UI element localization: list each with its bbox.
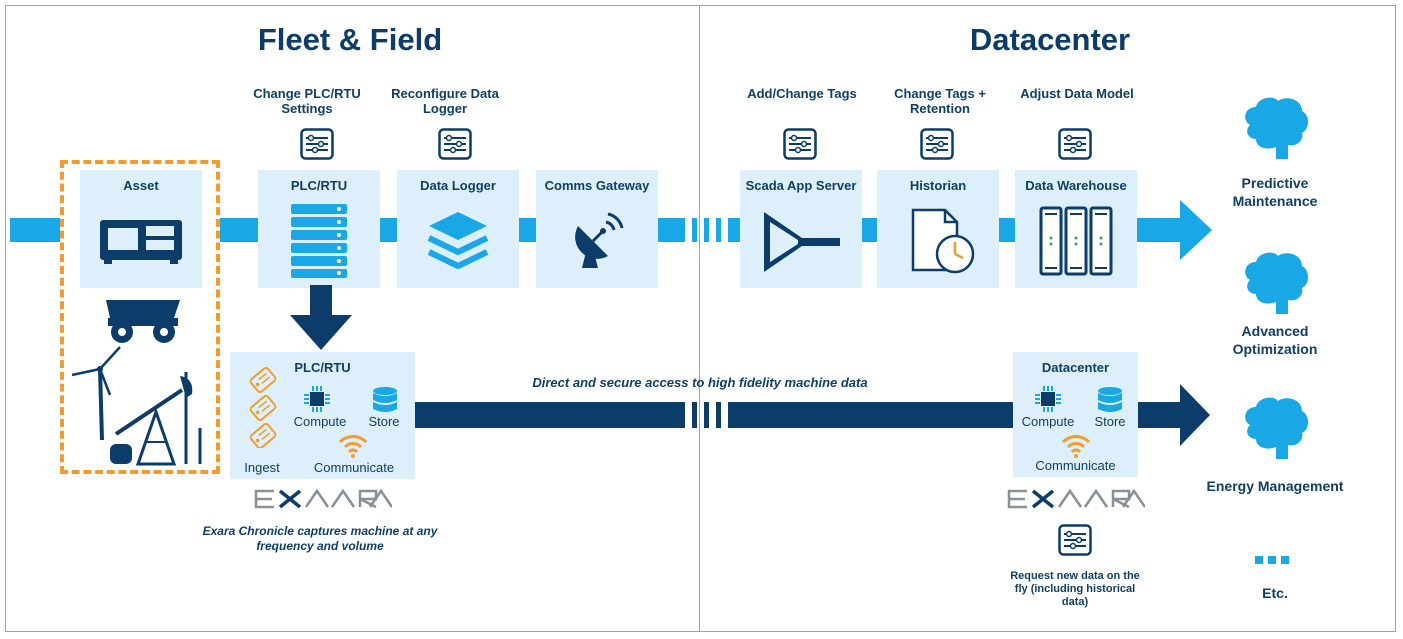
action-change-retention: Change Tags + Retention (894, 86, 986, 116)
edge-plc-box: PLC/RTU Compute Store Ingest Communicate (230, 352, 415, 479)
direct-band-segment (728, 402, 1013, 428)
exara-logo (254, 488, 392, 509)
settings-sliders-icon (783, 128, 817, 160)
asset-group-outline (60, 160, 220, 474)
request-data-note: Request new data on the fly (including h… (1010, 570, 1140, 608)
diagram-frame (5, 5, 1396, 632)
data-logger-box: Data Logger (397, 170, 519, 288)
data-logger-label: Data Logger (420, 178, 496, 193)
historian-label: Historian (909, 178, 967, 193)
outcome-energy: Energy Management (1206, 478, 1344, 494)
server-rack-icon (291, 204, 347, 278)
dc-communicate-label: Communicate (1035, 458, 1116, 473)
brain-icon (1245, 397, 1308, 459)
flow-arrow-head (1180, 200, 1212, 260)
settings-sliders-icon (1058, 128, 1092, 160)
asset-box: Asset (80, 170, 202, 288)
plc-rtu-label: PLC/RTU (290, 178, 348, 193)
edge-store-label: Store (368, 414, 400, 429)
outcome-optimization: Advanced Optimization (1232, 323, 1318, 357)
tag-icon (249, 367, 277, 448)
server-cabinets-icon (1039, 206, 1113, 276)
flow-band-tick (704, 218, 709, 242)
flow-band-tick (716, 218, 721, 242)
brain-icon (1245, 252, 1308, 314)
brain-icon (1245, 97, 1308, 159)
data-warehouse-box: Data Warehouse (1015, 170, 1137, 288)
flow-band-segment (10, 218, 60, 242)
dc-store-label: Store (1094, 414, 1126, 429)
edge-communicate-label: Communicate (313, 460, 395, 475)
historian-box: Historian (877, 170, 999, 288)
settings-sliders-icon (1058, 524, 1092, 556)
settings-sliders-icon (920, 128, 954, 160)
satellite-dish-icon (575, 212, 624, 268)
section-divider (699, 5, 700, 632)
direct-band-tick (716, 402, 721, 428)
edge-plc-title: PLC/RTU (294, 360, 351, 375)
edge-ingest-label: Ingest (244, 460, 280, 475)
haul-truck-icon (106, 300, 180, 343)
action-adjust-model: Adjust Data Model (1020, 86, 1134, 101)
outcome-etc: Etc. (1262, 585, 1288, 601)
scada-server-label: Scada App Server (745, 178, 857, 193)
comms-gateway-box: Comms Gateway (536, 170, 658, 288)
settings-sliders-icon (438, 128, 472, 160)
direct-access-label: Direct and secure access to high fidelit… (532, 375, 868, 390)
layers-icon (427, 212, 489, 269)
ellipsis-icon (1255, 556, 1289, 564)
direct-band-tick (704, 402, 709, 428)
document-clock-icon (911, 208, 975, 274)
data-warehouse-label: Data Warehouse (1025, 178, 1127, 193)
datacenter-exara-box: Datacenter Compute Store Communicate (1013, 352, 1138, 477)
plc-rtu-box: PLC/RTU (258, 170, 380, 288)
wifi-icon (338, 435, 368, 458)
generator-icon (100, 220, 182, 264)
exara-logo (1007, 488, 1145, 509)
action-change-plc: Change PLC/RTU Settings (253, 86, 361, 116)
action-reconfigure-logger: Reconfigure Data Logger (391, 86, 499, 116)
wind-turbine-icon (71, 346, 121, 440)
outcome-predictive: Predictive Maintenance (1232, 175, 1318, 209)
direct-band-segment (415, 402, 680, 428)
scada-server-box: Scada App Server (740, 170, 862, 288)
exara-edge-note: Exara Chronicle captures machine at any … (202, 524, 438, 553)
dc-compute-label: Compute (1021, 414, 1075, 429)
wifi-icon (1061, 435, 1091, 458)
flow-band-tick (692, 218, 697, 242)
comms-gateway-label: Comms Gateway (544, 178, 650, 193)
direct-band-tick (680, 402, 685, 428)
direct-band-tick (692, 402, 697, 428)
funnel-icon (764, 212, 840, 272)
settings-sliders-icon (300, 128, 334, 160)
flow-band-tick (680, 218, 685, 242)
direct-arrow-head (1180, 384, 1210, 446)
down-arrow (290, 285, 352, 350)
action-add-tags: Add/Change Tags (747, 86, 857, 101)
edge-compute-label: Compute (293, 414, 347, 429)
cpu-chip-icon (1035, 386, 1061, 412)
direct-band-segment (1138, 402, 1182, 428)
datacenter-title: Datacenter (969, 22, 1131, 57)
database-icon (373, 387, 397, 412)
datacenter-box-title: Datacenter (1041, 360, 1110, 375)
cpu-chip-icon (304, 386, 330, 412)
asset-label: Asset (123, 178, 159, 193)
pumpjack-icon (110, 372, 202, 466)
fleet-field-title: Fleet & Field (257, 22, 443, 57)
database-icon (1098, 387, 1122, 412)
